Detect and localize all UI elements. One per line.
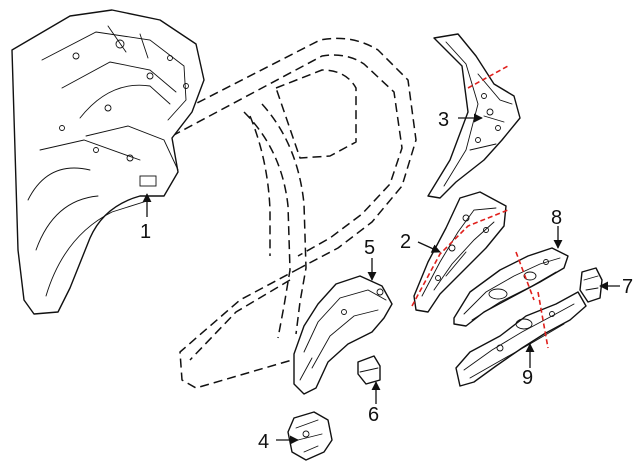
callout-6: 6 [368, 404, 379, 426]
callout-1: 1 [140, 221, 151, 243]
part-9-rear-rail-lower[interactable] [455, 291, 587, 387]
callout-7: 7 [622, 276, 633, 298]
callout-5: 5 [364, 237, 375, 259]
leader-2 [417, 241, 441, 253]
part-5-wheelhouse-section[interactable] [293, 275, 393, 395]
leader-lines [142, 113, 620, 445]
callout-9: 9 [522, 367, 533, 389]
part-6-bracket[interactable] [357, 355, 381, 385]
part-2-quarter-inner-upper[interactable] [411, 191, 509, 313]
part-4-bracket[interactable] [287, 411, 333, 461]
callout-labels: 1 2 3 4 5 6 7 8 9 [140, 109, 633, 453]
part-7-bracket[interactable] [579, 267, 603, 303]
part-8-rear-rail-upper[interactable] [453, 247, 569, 327]
callout-2: 2 [400, 231, 411, 253]
callout-3: 3 [438, 109, 449, 131]
callout-8: 8 [551, 207, 562, 229]
part-1-wheelhouse-panel[interactable] [11, 9, 205, 315]
callout-4: 4 [258, 431, 269, 453]
